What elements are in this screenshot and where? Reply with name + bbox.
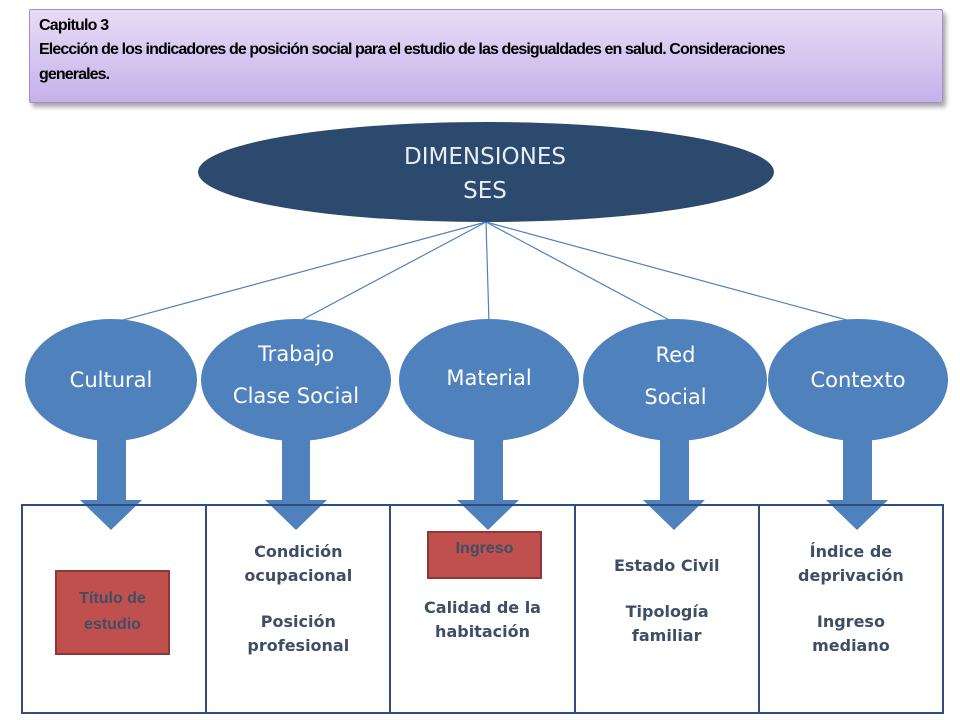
indicator-item: Ingreso mediano [812, 612, 890, 655]
highlight-ingreso: Ingreso [427, 531, 542, 579]
root-node-label: DIMENSIONES SES [300, 140, 670, 208]
indicators-table: Condición ocupacional Posición profesion… [21, 504, 944, 714]
arrow-contexto [826, 440, 888, 530]
chapter-title: Elección de los indicadores de posición … [39, 41, 786, 58]
root-label-line2: SES [463, 178, 507, 204]
indicator-item: Condición ocupacional [244, 542, 353, 585]
indicator-item: Calidad de la habitación [424, 598, 541, 641]
dimension-material: Material [399, 357, 579, 399]
chapter-header: Capitulo 3 Elección de los indicadores d… [29, 9, 943, 103]
dimension-label: Trabajo [257, 342, 335, 366]
arrow-cultural [80, 440, 142, 530]
dimension-contexto: Contexto [768, 359, 948, 401]
dimension-label: Red [655, 343, 696, 367]
root-label-line1: DIMENSIONES [404, 144, 566, 170]
dimension-label: Social [644, 385, 707, 409]
arrow-red [643, 440, 705, 530]
arrow-trabajo [265, 440, 327, 530]
indicator-item: Estado Civil [613, 556, 720, 575]
dimension-cultural: Cultural [26, 359, 196, 401]
chapter-label: Capitulo 3 [39, 17, 109, 34]
connector-line-red [485, 221, 676, 324]
indicator-cell-contexto: Índice de deprivación Ingreso mediano [760, 506, 942, 712]
chapter-title-cont: generales. [39, 66, 110, 83]
dimension-label: Cultural [69, 368, 153, 392]
indicator-cell-trabajo: Condición ocupacional Posición profesion… [207, 506, 392, 712]
connector-line-material [485, 221, 490, 324]
connector-line-trabajo [295, 221, 487, 324]
connector-line-contexto [485, 221, 859, 324]
dimension-label: Clase Social [232, 384, 360, 408]
indicator-cell-cultural [23, 506, 208, 712]
dimension-ellipse-cultural [25, 319, 197, 441]
connector-line-cultural [111, 221, 487, 324]
dimension-ellipse-red [583, 319, 767, 441]
highlight-titulo-de-estudio: Título de estudio [55, 570, 170, 655]
arrow-material [457, 440, 519, 530]
dimension-ellipse-contexto [768, 319, 948, 441]
highlight-label: Ingreso [455, 540, 514, 557]
root-ellipse [198, 122, 774, 222]
dimension-red-social: Red Social [588, 334, 763, 418]
dimension-ellipse-trabajo [201, 319, 391, 441]
indicator-item: Posición profesional [247, 612, 350, 655]
indicator-cell-material: Calidad de la habitación [391, 506, 576, 712]
dimension-label: Material [446, 366, 532, 390]
indicator-item: Tipología familiar [625, 602, 709, 645]
highlight-label: Título de estudio [79, 590, 146, 633]
indicator-item: Índice de deprivación [798, 542, 904, 585]
indicator-cell-red-social: Estado Civil Tipología familiar [576, 506, 760, 712]
dimension-trabajo: Trabajo Clase Social [201, 333, 391, 417]
dimension-label: Contexto [810, 368, 906, 392]
dimension-ellipse-material [399, 319, 579, 441]
